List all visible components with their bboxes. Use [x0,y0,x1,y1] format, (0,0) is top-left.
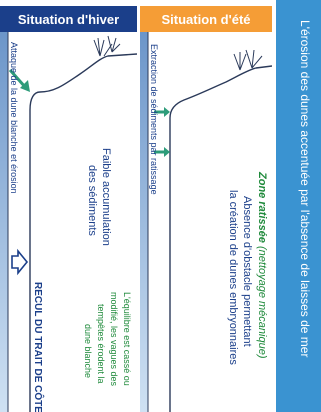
label-zone-bold: Zone ratissée [256,172,268,243]
label-zone-italic: (nettoyage mécanique) [256,246,268,359]
outline-arrow-icon [12,251,27,273]
summer-title: Situation d'été [140,6,272,32]
side-banner: L'érosion des dunes accentuée par l'abse… [276,0,321,412]
label-accumulation-2: des sédiments [86,165,98,236]
label-equilibre-2: modifié, les vagues des [109,292,119,386]
summer-panel: Situation d'été Extraction de sédiments … [140,0,272,412]
label-absence-2: la création de dunes embryonnaires [227,190,239,365]
label-absence-1: Absence d'obstacle permettant [241,196,253,347]
label-accumulation-1: Faible accumulation [100,148,112,246]
label-zone: Zone ratissée (nettoyage mécanique) [256,172,268,359]
label-extraction: Extraction de sédiments par ratissage [149,44,159,195]
side-title: L'érosion des dunes accentuée par l'abse… [298,20,312,357]
label-recul: RECUL DU TRAIT DE CÔTE [32,282,43,412]
label-equilibre-4: dune blanche [83,324,93,378]
grass-icon [234,50,262,70]
label-equilibre-3: tempêtes érodent la [96,304,106,384]
winter-title: Situation d'hiver [0,6,137,32]
label-attack: Attaque de la dune blanche et érosion [9,42,19,194]
label-equilibre-1: L'équilibre est cassé ou [122,292,132,386]
sea-strip [0,30,8,412]
winter-panel: Situation d'hiver Attaque de la dune bla… [0,0,137,412]
grass-icon [94,36,120,56]
sea-strip [140,30,148,412]
